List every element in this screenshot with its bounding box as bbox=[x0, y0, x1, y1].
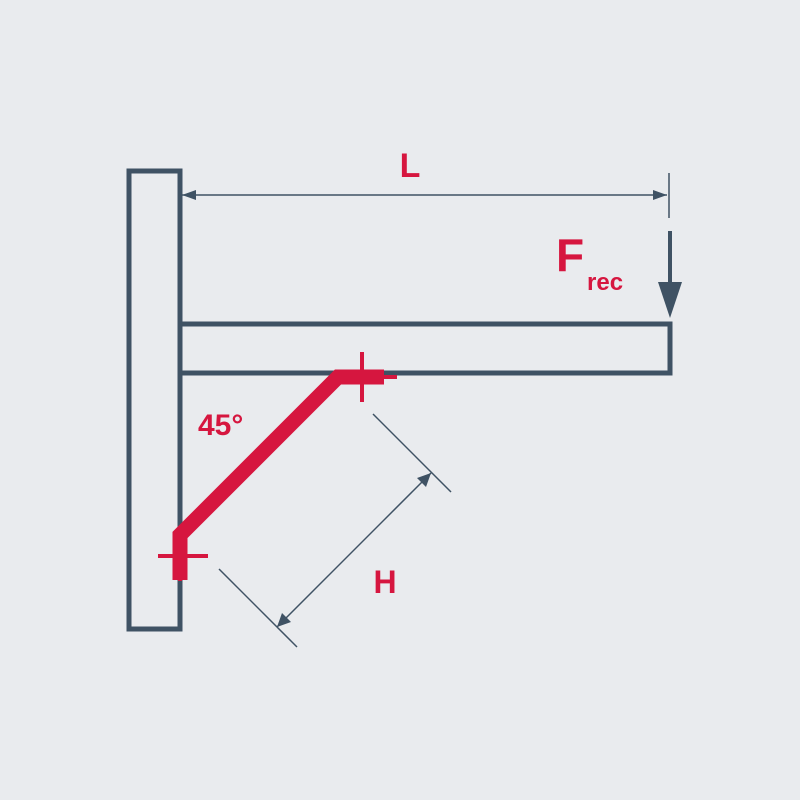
force-subscript: rec bbox=[587, 269, 623, 296]
force-arrow bbox=[658, 231, 682, 318]
horizontal-beam bbox=[180, 321, 673, 376]
force-symbol: F bbox=[556, 229, 584, 281]
dimension-h bbox=[218, 413, 452, 648]
dimension-l bbox=[182, 173, 670, 218]
wall-post bbox=[126, 168, 183, 632]
angle-label: 45° bbox=[198, 409, 243, 442]
diagonal-brace bbox=[158, 352, 397, 581]
dimension-l-label: L bbox=[400, 147, 421, 185]
dimension-h-label: H bbox=[373, 564, 396, 600]
force-label: F bbox=[556, 229, 584, 281]
